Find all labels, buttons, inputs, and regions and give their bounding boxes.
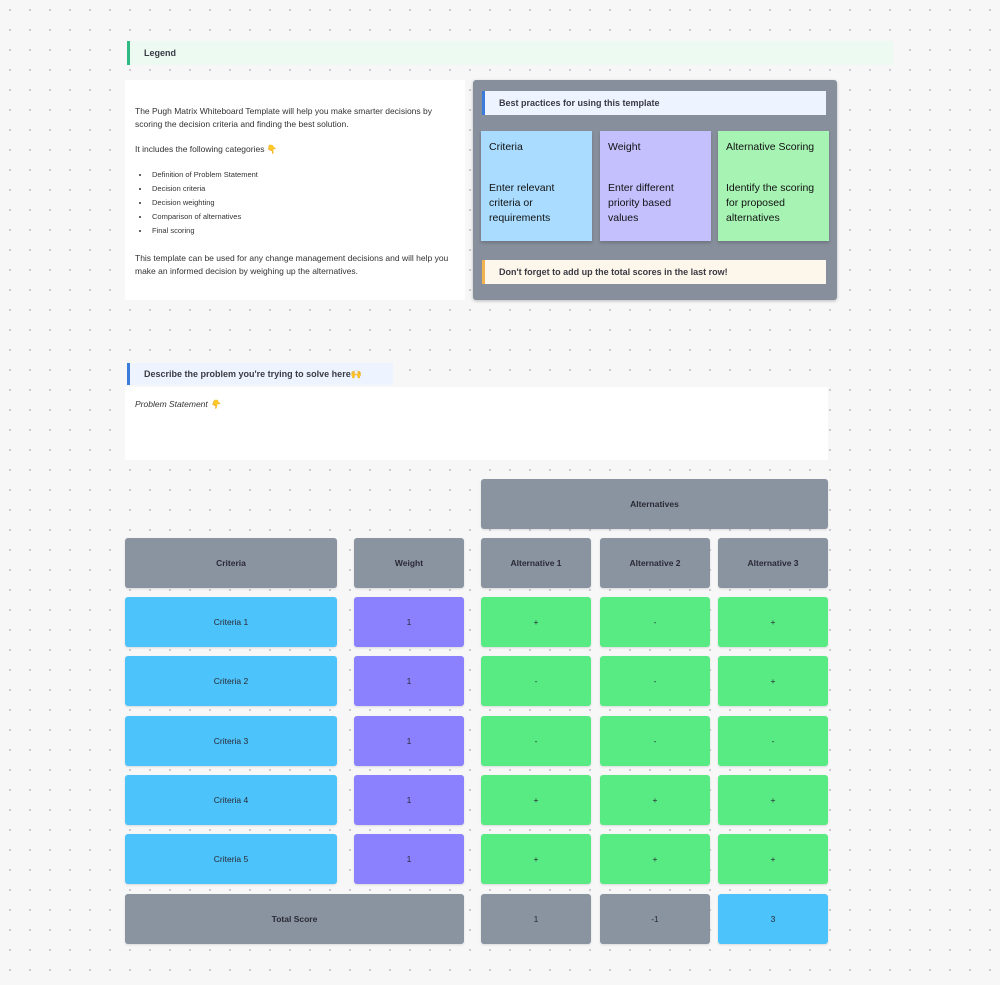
problem-statement-text: Problem Statement 👇 <box>135 399 221 409</box>
score-cell[interactable]: - <box>600 597 710 647</box>
weight-cell[interactable]: 1 <box>354 834 464 884</box>
legend-banner: Legend <box>127 41 893 65</box>
score-cell[interactable]: - <box>600 656 710 706</box>
intro-paragraph-2: It includes the following categories 👇 <box>135 144 278 154</box>
problem-statement-box[interactable]: Problem Statement 👇 <box>125 387 828 460</box>
list-item: Final scoring <box>150 224 455 238</box>
score-cell[interactable]: + <box>600 834 710 884</box>
list-item: Comparison of alternatives <box>150 210 455 224</box>
best-practices-banner: Best practices for using this template <box>482 91 826 115</box>
sticky-title: Alternative Scoring <box>726 141 815 153</box>
total-score-reminder: Don't forget to add up the total scores … <box>482 260 826 284</box>
total-score-alternative-3[interactable]: 3 <box>718 894 828 944</box>
alternatives-header[interactable]: Alternatives <box>481 479 828 529</box>
intro-paragraph-1: The Pugh Matrix Whiteboard Template will… <box>135 106 433 129</box>
total-score-alternative-1[interactable]: 1 <box>481 894 591 944</box>
legend-title: Legend <box>144 48 177 58</box>
category-list: Definition of Problem Statement Decision… <box>135 168 455 238</box>
weight-cell[interactable]: 1 <box>354 775 464 825</box>
alternative-2-header[interactable]: Alternative 2 <box>600 538 710 588</box>
criteria-cell[interactable]: Criteria 2 <box>125 656 337 706</box>
reminder-text: Don't forget to add up the total scores … <box>499 267 728 277</box>
list-item: Decision criteria <box>150 182 455 196</box>
weight-cell[interactable]: 1 <box>354 597 464 647</box>
score-cell[interactable]: - <box>481 656 591 706</box>
score-cell[interactable]: + <box>718 597 828 647</box>
alternative-3-header[interactable]: Alternative 3 <box>718 538 828 588</box>
score-cell[interactable]: + <box>718 834 828 884</box>
list-item: Definition of Problem Statement <box>150 168 455 182</box>
criteria-cell[interactable]: Criteria 1 <box>125 597 337 647</box>
criteria-cell[interactable]: Criteria 3 <box>125 716 337 766</box>
weight-cell[interactable]: 1 <box>354 656 464 706</box>
sticky-note-criteria[interactable]: Criteria Enter relevant criteria or requ… <box>481 131 592 241</box>
alternative-1-header[interactable]: Alternative 1 <box>481 538 591 588</box>
sticky-body: Identify the scoring for proposed altern… <box>726 182 815 224</box>
weight-header[interactable]: Weight <box>354 538 464 588</box>
problem-banner: Describe the problem you're trying to so… <box>127 363 393 385</box>
score-cell[interactable]: + <box>481 597 591 647</box>
score-cell[interactable]: + <box>481 775 591 825</box>
sticky-note-alternative-scoring[interactable]: Alternative Scoring Identify the scoring… <box>718 131 829 241</box>
score-cell[interactable]: - <box>718 716 828 766</box>
best-practices-title: Best practices for using this template <box>499 98 660 108</box>
problem-title: Describe the problem you're trying to so… <box>144 368 362 379</box>
sticky-body: Enter relevant criteria or requirements <box>489 182 555 224</box>
total-score-label[interactable]: Total Score <box>125 894 464 944</box>
score-cell[interactable]: + <box>481 834 591 884</box>
criteria-header[interactable]: Criteria <box>125 538 337 588</box>
criteria-cell[interactable]: Criteria 5 <box>125 834 337 884</box>
sticky-body: Enter different priority based values <box>608 182 674 224</box>
weight-cell[interactable]: 1 <box>354 716 464 766</box>
score-cell[interactable]: + <box>718 656 828 706</box>
sticky-title: Weight <box>608 141 641 153</box>
score-cell[interactable]: + <box>718 775 828 825</box>
intro-paragraph-3: This template can be used for any change… <box>135 253 449 276</box>
intro-card[interactable]: The Pugh Matrix Whiteboard Template will… <box>125 80 465 300</box>
score-cell[interactable]: - <box>600 716 710 766</box>
score-cell[interactable]: - <box>481 716 591 766</box>
sticky-title: Criteria <box>489 141 523 153</box>
sticky-note-weight[interactable]: Weight Enter different priority based va… <box>600 131 711 241</box>
total-score-alternative-2[interactable]: -1 <box>600 894 710 944</box>
score-cell[interactable]: + <box>600 775 710 825</box>
list-item: Decision weighting <box>150 196 455 210</box>
criteria-cell[interactable]: Criteria 4 <box>125 775 337 825</box>
